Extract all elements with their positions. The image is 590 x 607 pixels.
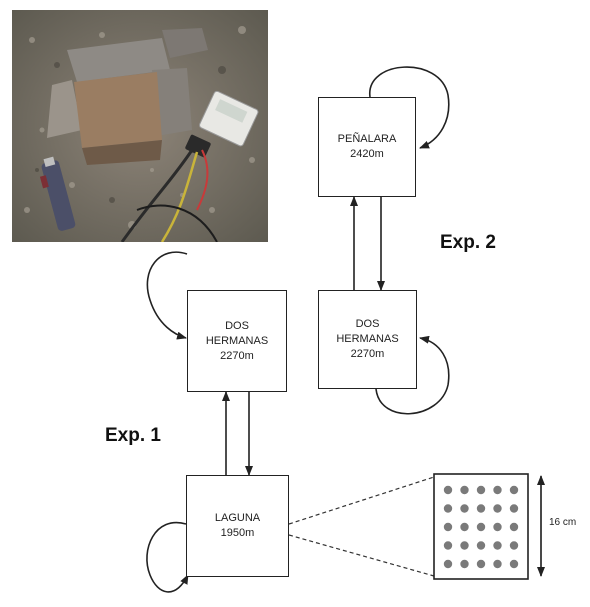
grid-dot bbox=[477, 523, 485, 531]
self-loop-dos-hermanas-exp1 bbox=[147, 252, 187, 338]
grid-dot bbox=[493, 541, 501, 549]
grid-size-label: 16 cm bbox=[549, 517, 576, 528]
zoom-line-top bbox=[289, 477, 434, 524]
node-dos-hermanas-exp2: DOS HERMANAS 2270m bbox=[318, 290, 417, 389]
grid-dot bbox=[510, 523, 518, 531]
node-penalara-name: PEÑALARA bbox=[338, 132, 397, 147]
node-laguna-name: LAGUNA bbox=[215, 511, 260, 526]
grid-dot bbox=[493, 504, 501, 512]
grid-dot bbox=[477, 486, 485, 494]
node-dos-hermanas-exp2-elevation: 2270m bbox=[351, 347, 385, 362]
node-laguna: LAGUNA 1950m bbox=[186, 475, 289, 577]
grid-dot bbox=[444, 486, 452, 494]
grid-dot bbox=[460, 486, 468, 494]
grid-dot bbox=[444, 523, 452, 531]
grid-dot bbox=[510, 504, 518, 512]
grid-dot bbox=[510, 486, 518, 494]
exp2-label: Exp. 2 bbox=[440, 232, 496, 254]
node-laguna-elevation: 1950m bbox=[221, 526, 255, 541]
grid-dot bbox=[444, 560, 452, 568]
zoom-line-bottom bbox=[289, 535, 434, 576]
grid-dot bbox=[460, 541, 468, 549]
grid-dot bbox=[444, 504, 452, 512]
grid-dot bbox=[477, 560, 485, 568]
node-dos-hermanas-exp1-name-1: DOS bbox=[225, 319, 249, 334]
exp1-label: Exp. 1 bbox=[105, 425, 161, 447]
grid-dot bbox=[493, 560, 501, 568]
grid-dot bbox=[477, 504, 485, 512]
grid-dot bbox=[460, 523, 468, 531]
grid-dot bbox=[460, 504, 468, 512]
node-penalara-elevation: 2420m bbox=[350, 147, 384, 162]
grid-dot bbox=[493, 523, 501, 531]
node-dos-hermanas-exp2-name-2: HERMANAS bbox=[336, 332, 398, 347]
grid-dot bbox=[510, 560, 518, 568]
grid-dot bbox=[444, 541, 452, 549]
self-loop-laguna bbox=[147, 523, 188, 592]
node-dos-hermanas-exp2-name-1: DOS bbox=[356, 317, 380, 332]
grid-dot bbox=[510, 541, 518, 549]
node-dos-hermanas-exp1: DOS HERMANAS 2270m bbox=[187, 290, 287, 392]
node-dos-hermanas-exp1-elevation: 2270m bbox=[220, 349, 254, 364]
grid-dot bbox=[460, 560, 468, 568]
grid-dot bbox=[493, 486, 501, 494]
node-penalara: PEÑALARA 2420m bbox=[318, 97, 416, 197]
node-dos-hermanas-exp1-name-2: HERMANAS bbox=[206, 334, 268, 349]
grid-dot bbox=[477, 541, 485, 549]
